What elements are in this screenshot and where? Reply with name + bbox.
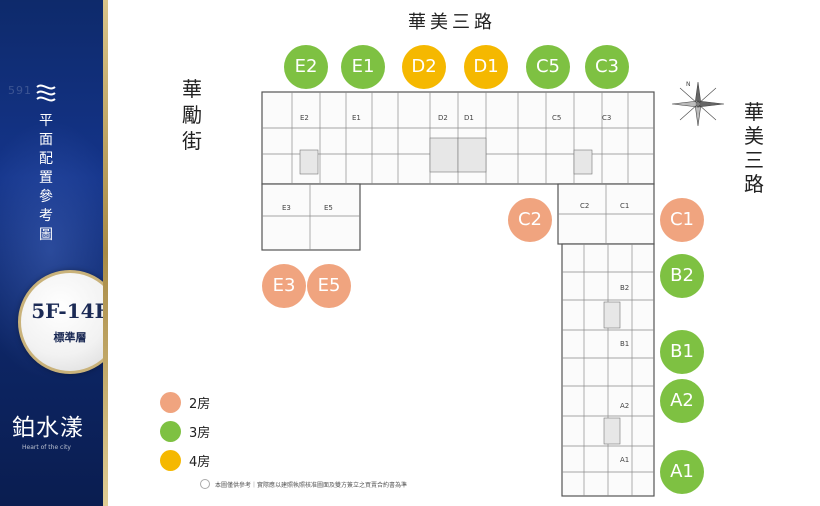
plan-tag-d1: D1 [464,114,474,122]
unit-e1[interactable]: E1 [341,45,385,89]
street-top-label: 華美三路 [408,12,496,33]
compass-north: N [686,81,691,88]
plan-tag-b2: B2 [620,284,629,292]
legend-label: 2房 [189,397,211,412]
plan-tag-d2: D2 [438,114,448,122]
unit-c5[interactable]: C5 [526,45,570,89]
plan-title: 平面配置參考圖 [39,113,53,243]
west-wing [261,183,361,251]
brand-tagline: Heart of the city [22,444,71,451]
legend-swatch [160,392,181,413]
plan-tag-b1: B1 [620,340,629,348]
legend-label: 3房 [189,426,211,441]
room-legend: 2房 3房 4房 [160,388,210,475]
unit-b1[interactable]: B1 [660,330,704,374]
plan-tag-a1: A1 [620,456,629,464]
street-right-label: 華美三路 [744,100,764,196]
unit-c3[interactable]: C3 [585,45,629,89]
plan-tag-c2: C2 [580,202,589,210]
floor-badge: 5F-14F 標準層 [18,270,108,374]
unit-d2[interactable]: D2 [402,45,446,89]
brand-logo-icon [36,84,56,102]
watermark: 591 [8,84,32,97]
unit-a2[interactable]: A2 [660,379,704,423]
disclaimer-text: 本圖僅供參考｜實際應以建照執照核准圖面及雙方簽立之買賣合約書為準 [215,481,408,489]
unit-c1[interactable]: C1 [660,198,704,242]
street-left-char: 華 [182,77,202,101]
legend-item: 3房 [160,417,210,446]
unit-e5[interactable]: E5 [307,264,351,308]
plan-tag-c1: C1 [620,202,629,210]
legend-item: 4房 [160,446,210,475]
unit-d1[interactable]: D1 [464,45,508,89]
plan-tag-c3: C3 [602,114,611,122]
legend-label: 4房 [189,455,211,470]
unit-b2[interactable]: B2 [660,254,704,298]
legend-item: 2房 [160,388,210,417]
disclaimer: 本圖僅供參考｜實際應以建照執照核准圖面及雙方簽立之買賣合約書為準 [200,479,407,489]
street-left-char: 勵街 [182,103,202,153]
plan-tag-e1: E1 [352,114,361,122]
plan-tag-a2: A2 [620,402,629,410]
brand-name: 鉑水漾 [12,415,84,441]
unit-a1[interactable]: A1 [660,450,704,494]
compass-icon: N [671,81,725,127]
legend-swatch [160,450,181,471]
plan-tag-e5: E5 [324,204,333,212]
plan-tag-e2: E2 [300,114,309,122]
disclaimer-mark-icon [200,479,210,489]
plan-tag-c5: C5 [552,114,561,122]
unit-c2[interactable]: C2 [508,198,552,242]
plan-tag-e3: E3 [282,204,291,212]
street-left-label: 華 勵街 [180,76,204,154]
brand-panel: 591 平面配置參考圖 5F-14F 標準層 鉑水漾 Heart of the … [0,0,108,506]
legend-swatch [160,421,181,442]
floor-type: 標準層 [53,331,87,344]
floor-range: 5F-14F [31,299,108,323]
unit-e3[interactable]: E3 [262,264,306,308]
unit-e2[interactable]: E2 [284,45,328,89]
